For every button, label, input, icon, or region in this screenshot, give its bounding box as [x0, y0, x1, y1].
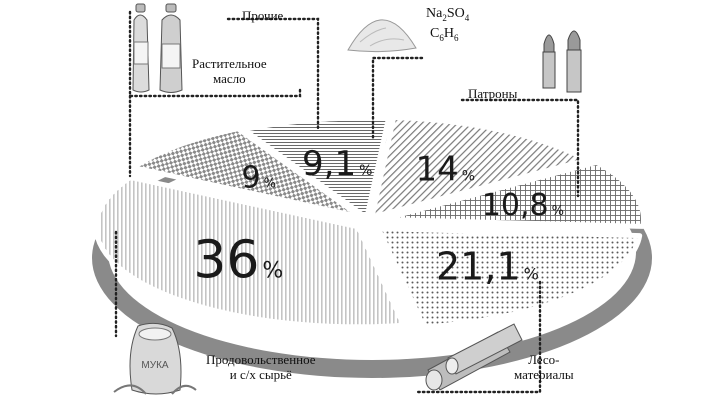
logs-icon: [425, 323, 523, 391]
label-chem-formula-2: C6H6: [430, 26, 458, 46]
slice-other: [241, 115, 391, 221]
value-unit-chemicals: %: [462, 169, 475, 185]
leader-chem: [371, 56, 424, 142]
chem-h: H: [443, 26, 454, 41]
value-unit-timber: %: [524, 264, 539, 283]
chem-c: C: [430, 26, 440, 41]
label-oil-line2: масло: [213, 71, 246, 86]
chem-na-sub: 2: [442, 12, 447, 23]
value-unit-other: %: [359, 163, 372, 179]
label-oil-line1: Растительное: [192, 56, 267, 71]
slice-oil: [130, 126, 364, 220]
chem-so-sub: 4: [464, 12, 470, 23]
label-timber-line2: материалы: [514, 367, 574, 382]
chem-h-sub: 6: [453, 32, 459, 43]
label-other: Прочие: [242, 8, 284, 23]
oil-bottles-icon: [132, 3, 183, 93]
cartridges-icon: [542, 30, 582, 93]
slice-chemicals: [369, 115, 590, 220]
leader-oil: [128, 10, 302, 98]
slice-food: [93, 174, 407, 330]
value-unit-oil: %: [264, 176, 276, 191]
svg-text:МУКА: МУКА: [141, 360, 169, 371]
leader-cartridges: [460, 98, 580, 198]
chem-so: SO: [446, 6, 465, 21]
label-oil: Растительное масло: [192, 56, 267, 86]
label-food-line2: и с/х сырьё: [229, 367, 292, 382]
leader-timber: [416, 280, 542, 394]
value-label-oil: 9%: [241, 160, 275, 195]
label-chem-formula-1: Na2SO4: [426, 6, 469, 26]
value-unit-food: %: [262, 258, 283, 283]
label-food: Продовольственное и с/х сырьё: [206, 352, 316, 382]
slice-timber: [375, 226, 643, 330]
powder-pile-icon: [347, 19, 417, 53]
chem-na: Na: [426, 6, 443, 21]
label-timber-line1: Лесо-: [528, 352, 560, 367]
leader-other: [226, 17, 320, 132]
value-unit-cartridges: %: [552, 204, 564, 219]
flour-sack-icon: МУКА: [113, 322, 197, 395]
label-food-line1: Продовольственное: [206, 352, 316, 367]
label-timber: Лесо- материалы: [514, 352, 574, 382]
label-cartridges: Патроны: [468, 86, 518, 101]
chem-c-sub: 6: [439, 32, 444, 43]
